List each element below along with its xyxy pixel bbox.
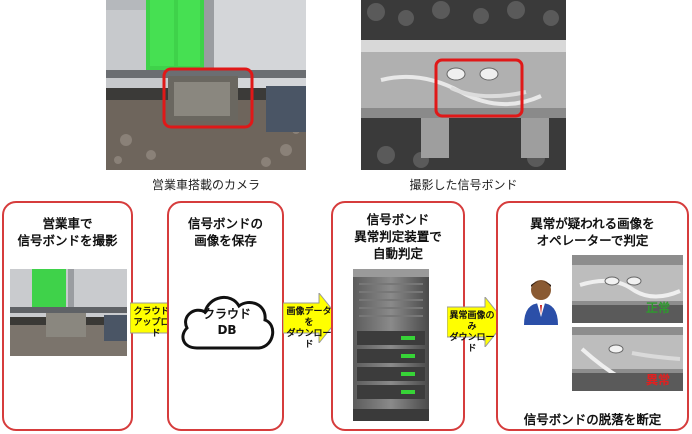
signal-bond-illustration (361, 0, 566, 170)
step1-train-photo (10, 269, 127, 356)
abnormal-bond-illustration (572, 327, 683, 391)
download-arrow (283, 293, 339, 343)
abnormal-result-label: 異常 (646, 373, 671, 387)
conclusion-text: 信号ボンドの脱落を断定 (523, 412, 662, 427)
step-box-cloud: 信号ボンドの 画像を保存 クラウド DB (167, 201, 284, 431)
normal-result-label: 正常 (646, 301, 671, 315)
cloud-label: クラウド DB (202, 307, 251, 337)
normal-bond-image (572, 255, 683, 323)
upload-arrow-label: クラウドに アップロード (133, 307, 179, 339)
camera-photo (106, 0, 306, 170)
step-box-operator: 異常が疑われる画像を オペレーターで判定 正常 異常 信号ボンドの脱落を (496, 201, 689, 431)
train-camera-illustration (106, 0, 306, 170)
abnormal-download-arrow-label: 異常画像のみ ダウンロード (449, 311, 495, 354)
step2-title: 信号ボンドの 画像を保存 (187, 216, 263, 248)
camera-caption: 営業車搭載のカメラ (151, 178, 260, 192)
download-arrow-label: 画像データを ダウンロード (286, 307, 332, 350)
train-camera-thumbnail (10, 269, 127, 356)
operator-icon (524, 280, 558, 325)
abnormal-download-arrow (447, 297, 505, 347)
abnormal-bond-image (572, 327, 683, 391)
cloud-icon (181, 296, 275, 350)
step4-title: 異常が疑われる画像を オペレーターで判定 (530, 216, 655, 248)
bond-photo (361, 0, 566, 170)
step-box-judge: 信号ボンド 異常判定装置で 自動判定 (331, 201, 465, 431)
bond-caption: 撮影した信号ボンド (409, 178, 518, 192)
step-box-capture: 営業車で 信号ボンドを撮影 (2, 201, 133, 431)
step3-title: 信号ボンド 異常判定装置で 自動判定 (354, 212, 442, 261)
normal-bond-illustration (572, 255, 683, 323)
server-icon (353, 269, 429, 421)
step1-title: 営業車で 信号ボンドを撮影 (17, 216, 118, 248)
